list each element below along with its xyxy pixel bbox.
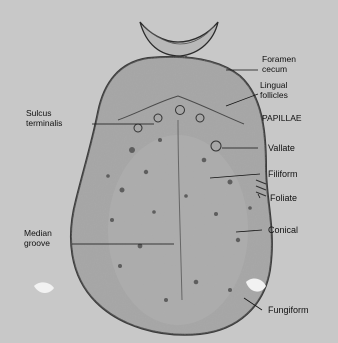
label-papillae-heading: PAPILLAE xyxy=(262,113,302,123)
label-sulcus-terminalis: Sulcus terminalis xyxy=(26,108,62,128)
label-foliate: Foliate xyxy=(270,193,297,203)
label-conical: Conical xyxy=(268,225,298,235)
label-vallate: Vallate xyxy=(268,143,295,153)
label-median-groove: Median groove xyxy=(24,228,52,248)
label-foramen-cecum: Foramen cecum xyxy=(262,54,296,74)
label-filiform: Filiform xyxy=(268,169,298,179)
highlight-left xyxy=(34,282,54,293)
label-lingual-follicles: Lingual follicles xyxy=(260,80,288,100)
label-fungiform: Fungiform xyxy=(268,305,309,315)
epiglottis-shape xyxy=(140,22,218,56)
